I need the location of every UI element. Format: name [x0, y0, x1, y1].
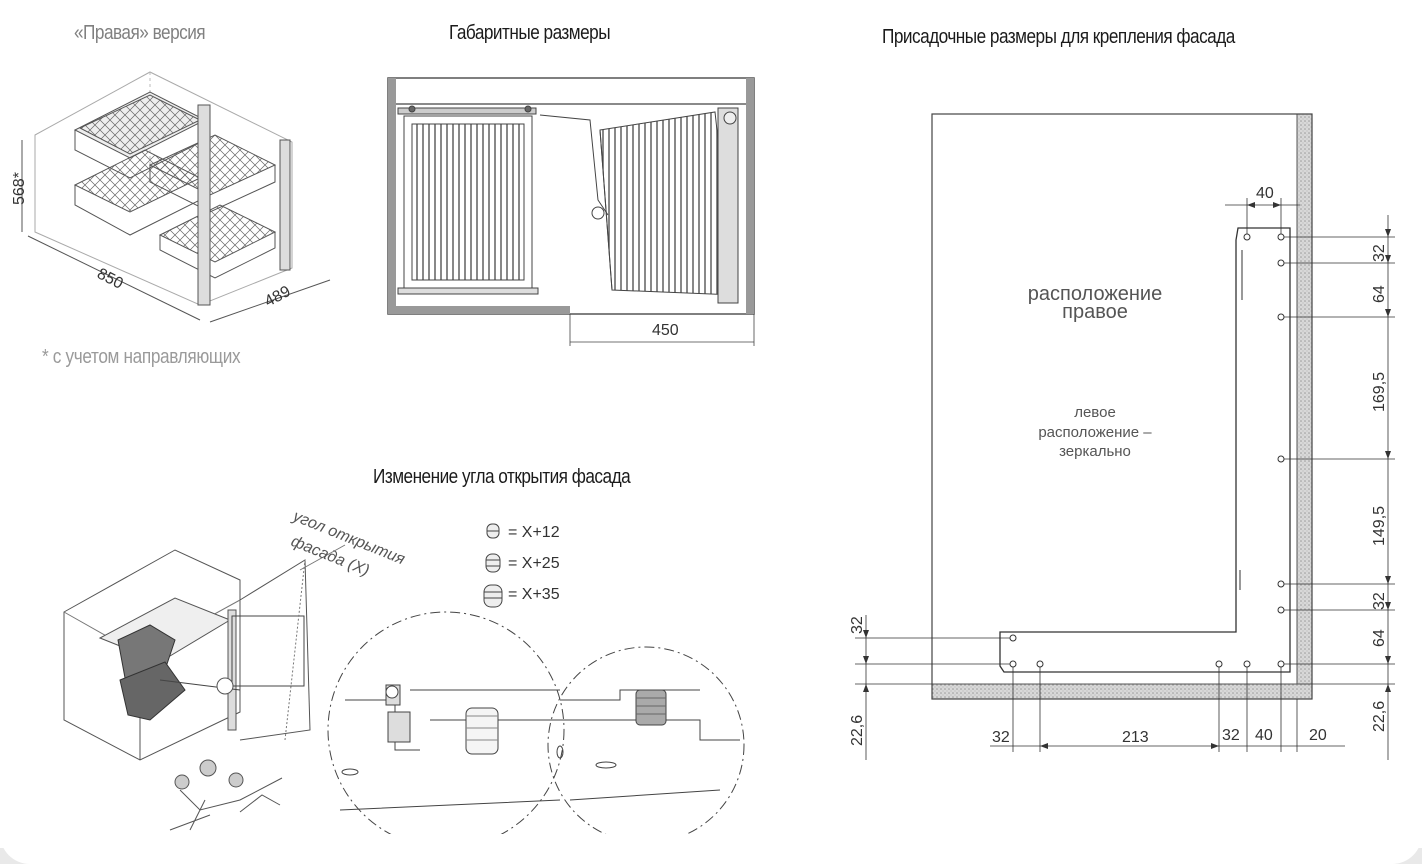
page-bottom-edge [0, 834, 1422, 864]
facade-mounting-drawing [855, 113, 1395, 760]
facade-dim-bottom-20: 20 [1309, 727, 1327, 744]
detail-circle-left [327, 611, 565, 849]
facade-label-right-line2: правое [1062, 301, 1128, 323]
title-mounting-dimensions: Присадочные размеры для крепления фасада [882, 26, 1235, 48]
legend-x-plus-35: = X+35 [508, 586, 560, 603]
facade-dim-right-22: 22,6 [1371, 701, 1388, 732]
facade-label-right-line1: расположение [1028, 283, 1162, 305]
iso-depth-dim: 489 [262, 283, 294, 311]
iso-cabinet-drawing [21, 71, 331, 323]
facade-dim-right-32a: 32 [1371, 244, 1388, 262]
plan-view-drawing [387, 77, 755, 346]
facade-dim-bottom-32b: 32 [1222, 727, 1240, 744]
facade-dim-right-64a: 64 [1371, 285, 1388, 303]
facade-dim-right-149: 149,5 [1371, 506, 1388, 546]
facade-label-left-line1: левое [1074, 404, 1116, 421]
facade-dim-top-40: 40 [1256, 185, 1274, 202]
facade-dim-right-32b: 32 [1371, 592, 1388, 610]
title-overall-dimensions: Габаритные размеры [449, 22, 611, 44]
title-right-version: «Правая» версия [74, 22, 206, 44]
facade-label-left-line2: расположение – [1038, 424, 1152, 441]
facade-dim-right-64b: 64 [1371, 629, 1388, 647]
title-opening-angle: Изменение угла открытия фасада [373, 466, 631, 488]
iso-footnote: * с учетом направляющих [42, 346, 241, 368]
legend-x-plus-25: = X+25 [508, 555, 560, 572]
facade-dim-bottom-213: 213 [1122, 729, 1149, 746]
opening-angle-drawing [63, 544, 346, 831]
iso-height-dim: 568* [11, 172, 28, 205]
facade-dim-left-22: 22,6 [849, 715, 866, 746]
facade-dim-left-32: 32 [849, 616, 866, 634]
iso-width-dim: 850 [94, 265, 126, 292]
legend-spacer-icons [483, 523, 503, 608]
facade-dim-right-169: 169,5 [1371, 372, 1388, 412]
legend-x-plus-12: = X+12 [508, 524, 560, 541]
plan-dim-450: 450 [652, 322, 679, 339]
facade-dim-bottom-40: 40 [1255, 727, 1273, 744]
detail-circle-right [547, 646, 745, 844]
facade-label-left-line3: зеркально [1059, 443, 1131, 460]
facade-dim-bottom-32a: 32 [992, 729, 1010, 746]
